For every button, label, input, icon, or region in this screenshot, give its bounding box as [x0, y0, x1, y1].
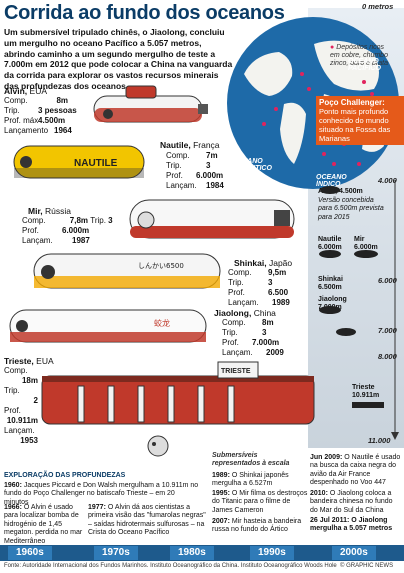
jiaolong-hull-text: 蛟龙 — [154, 318, 170, 328]
nautile-hull-text: NAUTILE — [74, 158, 118, 169]
trieste-name: Trieste, EUA — [4, 356, 54, 366]
shinkai-hull-text: しんかい6500 — [138, 262, 184, 270]
depth-scale-line — [391, 180, 399, 440]
alvin-new-label: Alvin, 4.500m — [318, 188, 363, 195]
copyright: © GRAPHIC NEWS — [340, 563, 394, 569]
decade-1960s: 1960s — [8, 546, 52, 560]
ruler-silhouettes — [319, 186, 384, 408]
challenger-text: Ponto mais profundo conhecido do mundo s… — [319, 107, 391, 143]
legend-dot-icon: ● — [330, 44, 335, 51]
event-1995: 1995: O Mir filma os destroços do Titani… — [212, 490, 308, 514]
nautile-submarine: NAUTILE — [13, 145, 145, 179]
label-pacific: OCEANO PACÍFICO — [348, 58, 381, 72]
scale-note: Submersíveis representados à escala — [212, 452, 290, 467]
trieste-ruler-note: Trieste 10.911m — [352, 384, 380, 399]
alvin-submarine — [93, 85, 208, 123]
jiaolong-name: Jiaolong, China — [214, 308, 276, 318]
label-atlantic: OCEANO ATLÂNTICO — [232, 158, 272, 172]
mir-name: Mir, Rússia — [28, 206, 72, 216]
event-1977: 1977: O Alvin dá aos cientistas a primei… — [88, 504, 206, 537]
event-1966: 1966: O Alvin é usado para localizar bom… — [4, 504, 83, 545]
map-legend-text: Depósitos ricos em cobre, chumbo zinco, … — [330, 44, 388, 67]
trieste-hull-text: TRIESTE — [221, 368, 251, 375]
depth-label-6000: 6.000 — [378, 276, 397, 285]
map-legend: ● Depósitos ricos em cobre, chumbo zinco… — [330, 44, 390, 68]
mir-submarine — [129, 199, 295, 239]
nautile-specs: Comp.7m Trip.3 Prof.6.000m Lançam.1984 — [166, 151, 224, 190]
page-title: Corrida ao fundo dos oceanos — [4, 2, 285, 24]
trieste-bathyscaphe: TRIESTE — [41, 361, 315, 457]
mir-ruler-note: Mir 6.000m — [354, 236, 378, 251]
shinkai-specs: Comp.9,5m Trip.3 Prof.6.500 Lançam.1989 — [228, 268, 290, 307]
label-indian: OCEANO ÍNDICO — [316, 174, 347, 188]
event-1989: 1989: O Shinkai japonês mergulha a 6.527… — [212, 472, 289, 488]
shinkai-ruler-note: Shinkai 6.500m — [318, 276, 343, 291]
jiaolong-submarine: 蛟龙 — [9, 309, 207, 343]
source-footer: Fonte: Autoridade Internacional dos Fund… — [4, 563, 337, 569]
event-2011: 26 Jul 2011: O Jiaolong mergulha a 5.057… — [310, 517, 393, 533]
trieste-specs: Comp.18m Trip.2 Prof.10.911m Lançam.1953 — [4, 366, 38, 445]
event-2007: 2007: Mir hasteia a bandeira russa no fu… — [212, 518, 302, 534]
shinkai-submarine: しんかい6500 — [33, 253, 221, 289]
nautile-name: Nautile, França — [160, 140, 220, 150]
mir-specs: Comp.7,8m Trip. 3 Prof.6.000m Lançam.198… — [22, 216, 113, 245]
decade-1980s: 1980s — [170, 546, 214, 560]
alvin-name: Alvin, EUA — [4, 86, 48, 96]
event-1960: 1960: Jacques Piccard e Don Walsh mergul… — [4, 482, 199, 506]
intro-text: Um submersível tripulado chinês, o Jiaol… — [4, 27, 233, 91]
depth-label-11000: 11.000 — [368, 436, 391, 445]
depth-label-4000: 4.000 — [378, 176, 397, 185]
decade-1990s: 1990s — [250, 546, 294, 560]
challenger-callout: Poço Challenger: Ponto mais profundo con… — [316, 96, 404, 145]
alvin-specs: Comp.8m Trip.3 pessoas Prof. máx4.500m L… — [4, 96, 77, 135]
alvin-new-note: Alvin, 4.500m Versão concebida para 6.50… — [318, 188, 388, 222]
jiaolong-specs: Comp.8m Trip.3 Prof.7.000m Lançam.2009 — [222, 318, 284, 357]
nautile-ruler-note: Nautile 6.000m — [318, 236, 342, 251]
event-2010: 2010: O Jiaolong coloca a bandeira chine… — [310, 490, 393, 514]
alvin-new-desc: Versão concebida para 6.500m prevista pa… — [318, 196, 384, 221]
depth-label-8000: 8.000 — [378, 352, 397, 361]
event-2009: Jun 2009: O Nautile é usado na busca da … — [310, 454, 401, 487]
decade-2000s: 2000s — [332, 546, 376, 560]
decade-1970s: 1970s — [94, 546, 138, 560]
timeline-title: EXPLORAÇÃO DAS PROFUNDEZAS — [4, 472, 126, 479]
challenger-title: Poço Challenger: — [319, 98, 385, 107]
shinkai-name: Shinkai, Japão — [234, 258, 293, 268]
depth-label-7000: 7.000 — [378, 326, 397, 335]
depth-label-0: 0 metros — [362, 2, 394, 11]
